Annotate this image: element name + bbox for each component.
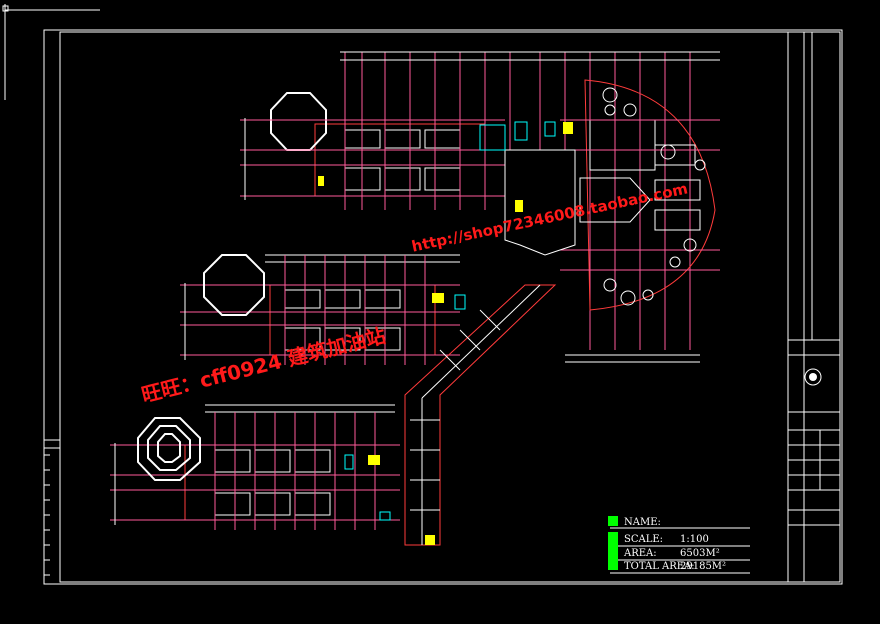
south-wing — [184, 404, 395, 521]
title-block — [608, 516, 750, 574]
stair-north — [318, 176, 324, 186]
south-axis — [110, 412, 400, 530]
north-octagon — [270, 92, 327, 151]
east-hall-circles — [602, 87, 706, 306]
title-block-scale-value: 1:100 — [680, 534, 709, 545]
middle-axis — [180, 255, 460, 365]
stair-middle — [432, 293, 444, 303]
frame-ticks — [44, 454, 50, 576]
south-octagon — [137, 417, 201, 481]
title-block-scale-label: SCALE: — [624, 534, 664, 545]
title-block-total-value: 29185M² — [680, 561, 727, 572]
central-core — [479, 122, 576, 256]
title-block-area-label: AREA: — [624, 548, 657, 559]
east-hall — [560, 79, 720, 363]
sheet-frame — [2, 4, 843, 585]
title-block-name-label: NAME: — [624, 517, 661, 528]
logo-seal-icon — [804, 368, 822, 386]
fixtures — [344, 121, 556, 521]
title-block-area-value: 6503M² — [680, 548, 720, 559]
stair-south — [368, 455, 380, 465]
diagonal-corridor — [404, 284, 557, 546]
title-block-total-label: TOTAL AREA: — [624, 561, 695, 572]
stair-corridor — [425, 535, 435, 545]
middle-octagon — [203, 254, 265, 316]
axis-grid-north — [240, 51, 720, 350]
title-column — [787, 32, 840, 582]
